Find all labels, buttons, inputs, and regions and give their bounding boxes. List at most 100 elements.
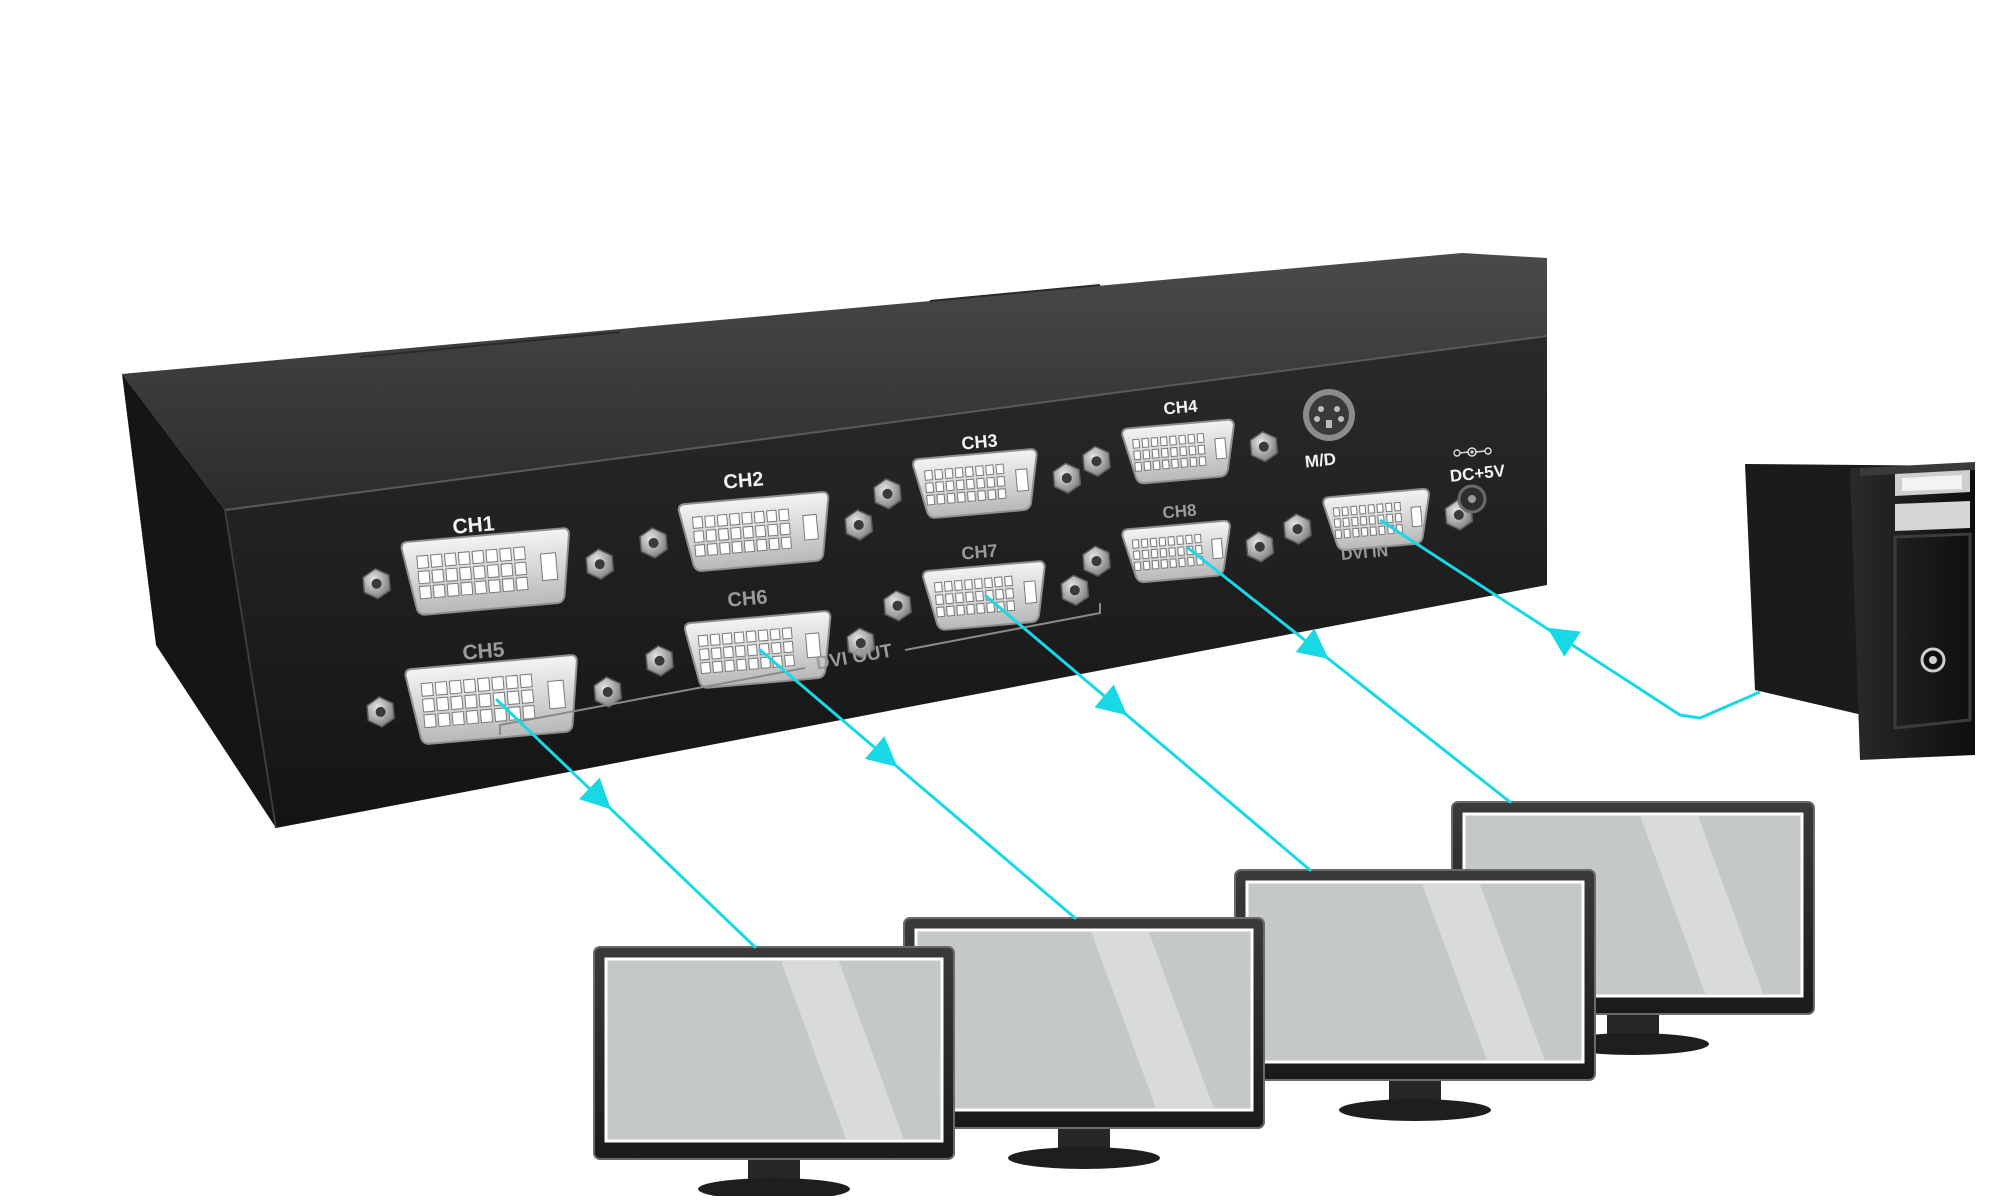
dvi-analog-pins xyxy=(1410,505,1423,528)
port-screw-hole xyxy=(654,655,665,666)
dvi-pin-grid xyxy=(697,627,796,675)
dvi-out-port-ch8[interactable] xyxy=(1081,517,1275,587)
power-led xyxy=(1929,656,1937,664)
md-port-socket xyxy=(1309,395,1349,435)
md-key xyxy=(1326,420,1332,428)
dvi-out-port-ch4[interactable] xyxy=(1081,416,1279,489)
dvi-analog-pins xyxy=(804,632,822,659)
dvi-pin-grid xyxy=(416,546,529,600)
dc-jack-pin xyxy=(1468,495,1476,503)
dvi-out-port-ch5-label: CH5 xyxy=(462,638,506,665)
monitor-base xyxy=(1339,1099,1491,1121)
chassis-seam xyxy=(359,331,621,358)
dvi-cable xyxy=(495,698,757,949)
md-pin xyxy=(1334,406,1340,412)
dvi-pin-grid xyxy=(1131,533,1204,572)
dvi-analog-pins xyxy=(1015,468,1030,492)
port-screw-hole xyxy=(371,578,382,589)
pc-tower-front xyxy=(1850,468,1975,760)
port-screw-hole xyxy=(1061,473,1072,484)
arrow-head-icon xyxy=(864,736,898,767)
md-label: M/D xyxy=(1304,449,1337,471)
port-screw-hole xyxy=(375,706,386,717)
bracket-right xyxy=(904,603,1101,651)
port-screw-hole xyxy=(1091,456,1102,467)
monitor-neck xyxy=(1607,1012,1659,1036)
dvi-pin-grid xyxy=(1332,501,1404,540)
port-screw-hole xyxy=(1292,524,1303,535)
chassis-side xyxy=(122,374,276,828)
chassis-seam xyxy=(929,284,1101,302)
monitor-icon xyxy=(903,917,1265,1169)
dvi-pin-grid xyxy=(1132,432,1207,472)
monitor-base xyxy=(698,1178,850,1200)
dvi-out-port-ch8-label: CH8 xyxy=(1162,501,1198,523)
polarity-icon xyxy=(1453,447,1492,457)
dvi-analog-pins xyxy=(539,552,559,582)
bracket-left xyxy=(499,667,806,735)
port-screw-hole xyxy=(594,559,605,570)
dvi-out-port-ch4-label: CH4 xyxy=(1163,397,1199,419)
arrow-head-icon xyxy=(1295,628,1329,659)
port-screw-hole xyxy=(602,687,613,698)
cable-group xyxy=(495,518,1761,949)
md-pin xyxy=(1318,406,1324,412)
splitter-chassis xyxy=(122,253,1548,829)
dvi-in-port-label: DVI IN xyxy=(1340,543,1388,564)
dvi-analog-pins xyxy=(547,679,566,710)
dvi-out-port-ch5[interactable] xyxy=(364,651,624,749)
port-screw-hole xyxy=(648,537,659,548)
dvi-out-port-ch2[interactable] xyxy=(637,488,874,576)
dvi-out-port-ch1[interactable] xyxy=(360,524,615,620)
monitor-glare xyxy=(781,961,904,1139)
dvi-pin-grid xyxy=(924,463,1007,506)
dvi-analog-pins xyxy=(1211,537,1224,560)
md-pin xyxy=(1314,416,1320,422)
monitor-neck xyxy=(748,1157,800,1181)
dvi-out-port-ch7[interactable] xyxy=(882,557,1090,635)
md-pin xyxy=(1338,416,1344,422)
port-screw-hole xyxy=(853,520,864,531)
md-port[interactable] xyxy=(1303,389,1355,441)
dvi-out-port-ch7-label: CH7 xyxy=(961,540,999,563)
arrow-head-icon xyxy=(579,777,611,810)
monitor-icon xyxy=(593,946,955,1200)
dvi-out-port-ch2-label: CH2 xyxy=(723,468,765,493)
pc-drive-bay-light xyxy=(1902,475,1962,491)
monitor-group xyxy=(593,801,1815,1200)
monitor-neck xyxy=(1389,1078,1441,1102)
dvi-out-port-ch1-label: CH1 xyxy=(452,512,496,539)
pc-tower-top-edge xyxy=(1860,462,1975,476)
dvi-cable xyxy=(1186,546,1512,804)
dvi-cable xyxy=(758,648,1077,920)
dvi-out-port-ch3[interactable] xyxy=(872,445,1082,523)
dvi-input-cable xyxy=(1379,518,1761,720)
dvi-analog-pins xyxy=(802,513,819,541)
monitor-glare xyxy=(1422,884,1545,1060)
port-screw-hole xyxy=(1453,509,1464,520)
pc-tower-icon xyxy=(1745,462,1975,760)
port-screw-hole xyxy=(1254,541,1265,552)
chassis-top xyxy=(122,253,1547,510)
monitor-base xyxy=(1008,1147,1160,1169)
arrow-head-icon xyxy=(1547,627,1581,657)
dc-power-jack[interactable] xyxy=(1457,484,1487,514)
monitor-glare xyxy=(1091,932,1214,1108)
monitor-neck xyxy=(1058,1126,1110,1150)
pc-optical-bay xyxy=(1895,501,1970,531)
port-screw-hole xyxy=(892,600,903,611)
arrow-head-icon xyxy=(1094,684,1128,716)
port-screw-hole xyxy=(882,488,893,499)
port-screw-hole xyxy=(1091,556,1102,567)
port-screw-hole xyxy=(855,638,866,649)
monitor-glare xyxy=(1640,816,1764,994)
dvi-analog-pins xyxy=(1214,437,1228,460)
chassis-edge xyxy=(224,335,1548,511)
chassis-corner xyxy=(224,509,277,829)
dvi-cable xyxy=(984,594,1312,872)
dvi-out-port-ch6-label: CH6 xyxy=(727,586,769,611)
dvi-out-port-ch3-label: CH3 xyxy=(961,430,999,453)
monitor-icon xyxy=(1234,869,1596,1121)
